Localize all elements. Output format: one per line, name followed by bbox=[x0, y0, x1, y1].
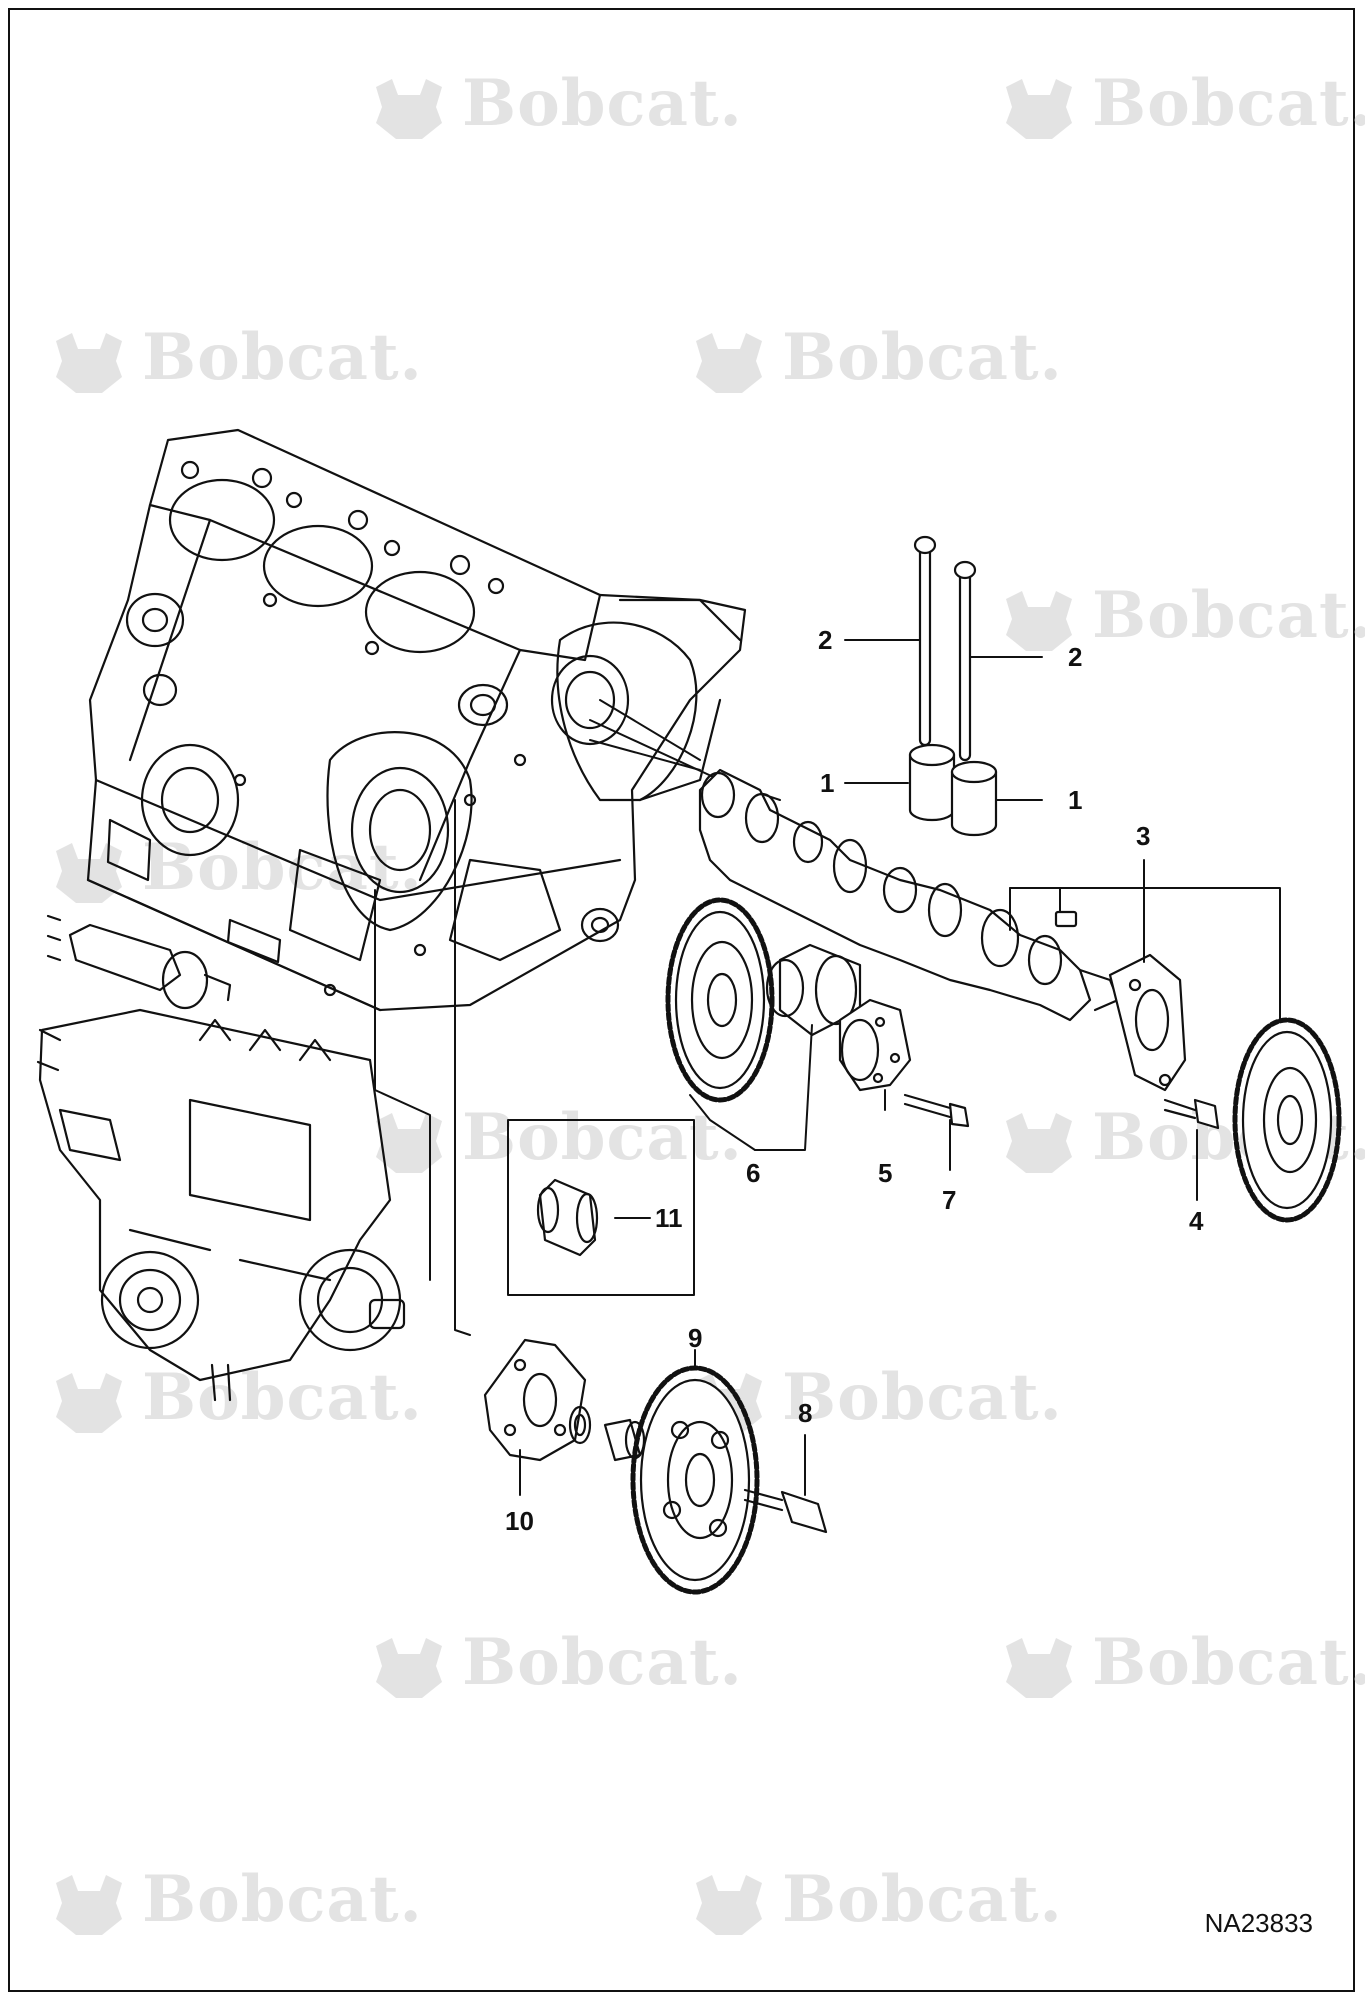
snap-ring bbox=[568, 1405, 592, 1445]
watermark-logo: Bobcat. bbox=[1000, 578, 1365, 653]
engine-block bbox=[86, 428, 747, 1012]
callout-3: 3 bbox=[1136, 821, 1151, 851]
bobcat-head-icon bbox=[376, 1637, 442, 1698]
watermark-logo: Bobcat. bbox=[690, 320, 1063, 395]
document-id: NA23833 bbox=[1204, 1908, 1313, 1938]
bobcat-head-icon bbox=[696, 332, 762, 393]
callout-5: 5 bbox=[878, 1158, 893, 1188]
callout-10: 10 bbox=[505, 1506, 534, 1536]
watermark-logo: Bobcat. bbox=[50, 1862, 423, 1937]
plate-3 bbox=[1108, 953, 1187, 1092]
bolt-8 bbox=[743, 1488, 828, 1534]
bobcat-head-icon bbox=[376, 1112, 442, 1173]
callout-7: 7 bbox=[942, 1185, 957, 1215]
callout-1-right: 1 bbox=[1068, 785, 1083, 815]
bobcat-head-icon bbox=[1006, 1637, 1072, 1698]
idler-hub-10 bbox=[483, 1338, 587, 1462]
callout-9: 9 bbox=[688, 1323, 703, 1353]
bobcat-head-icon bbox=[696, 1874, 762, 1935]
watermark-logo: Bobcat. bbox=[1000, 66, 1365, 141]
watermark-logo: Bobcat. bbox=[50, 320, 423, 395]
callout-2-right: 2 bbox=[1068, 642, 1083, 672]
callout-4: 4 bbox=[1189, 1206, 1204, 1236]
bobcat-head-icon bbox=[56, 1874, 122, 1935]
bobcat-head-icon bbox=[376, 78, 442, 139]
callout-2-left: 2 bbox=[818, 625, 833, 655]
watermark-logo: Bobcat. bbox=[370, 66, 743, 141]
callout-8: 8 bbox=[798, 1398, 813, 1428]
gear-right bbox=[1232, 1017, 1342, 1223]
watermark-logo: Bobcat. bbox=[370, 1100, 743, 1175]
injection-pump bbox=[36, 914, 406, 1402]
bobcat-head-icon bbox=[56, 1372, 122, 1433]
callout-6: 6 bbox=[746, 1158, 761, 1188]
tappets bbox=[908, 743, 998, 837]
watermark-logo: Bobcat. bbox=[1000, 1625, 1365, 1700]
idler-gear-9 bbox=[630, 1365, 760, 1595]
diagram-border bbox=[8, 8, 1355, 1992]
callout-leaders bbox=[519, 639, 1281, 1496]
bobcat-head-icon bbox=[1006, 590, 1072, 651]
bobcat-head-icon bbox=[56, 332, 122, 393]
watermark-logo: Bobcat. bbox=[370, 1625, 743, 1700]
thrust-plate-5 bbox=[838, 998, 912, 1092]
camshaft bbox=[698, 768, 1120, 1022]
camshaft-gear bbox=[665, 897, 775, 1103]
callout-1-left: 1 bbox=[820, 768, 835, 798]
watermark-logo: Bobcat. bbox=[690, 1862, 1063, 1937]
callout-11: 11 bbox=[655, 1203, 683, 1233]
bushing-11 bbox=[536, 1178, 599, 1257]
bobcat-head-icon bbox=[1006, 78, 1072, 139]
bolt-7 bbox=[903, 1093, 970, 1128]
idler-bushing bbox=[603, 1418, 646, 1462]
watermark-logo: Bobcat. bbox=[50, 1360, 423, 1435]
bobcat-head-icon bbox=[1006, 1112, 1072, 1173]
push-rods bbox=[913, 535, 977, 762]
inset-box-11 bbox=[507, 1119, 695, 1296]
bolt-4 bbox=[1163, 1098, 1220, 1130]
